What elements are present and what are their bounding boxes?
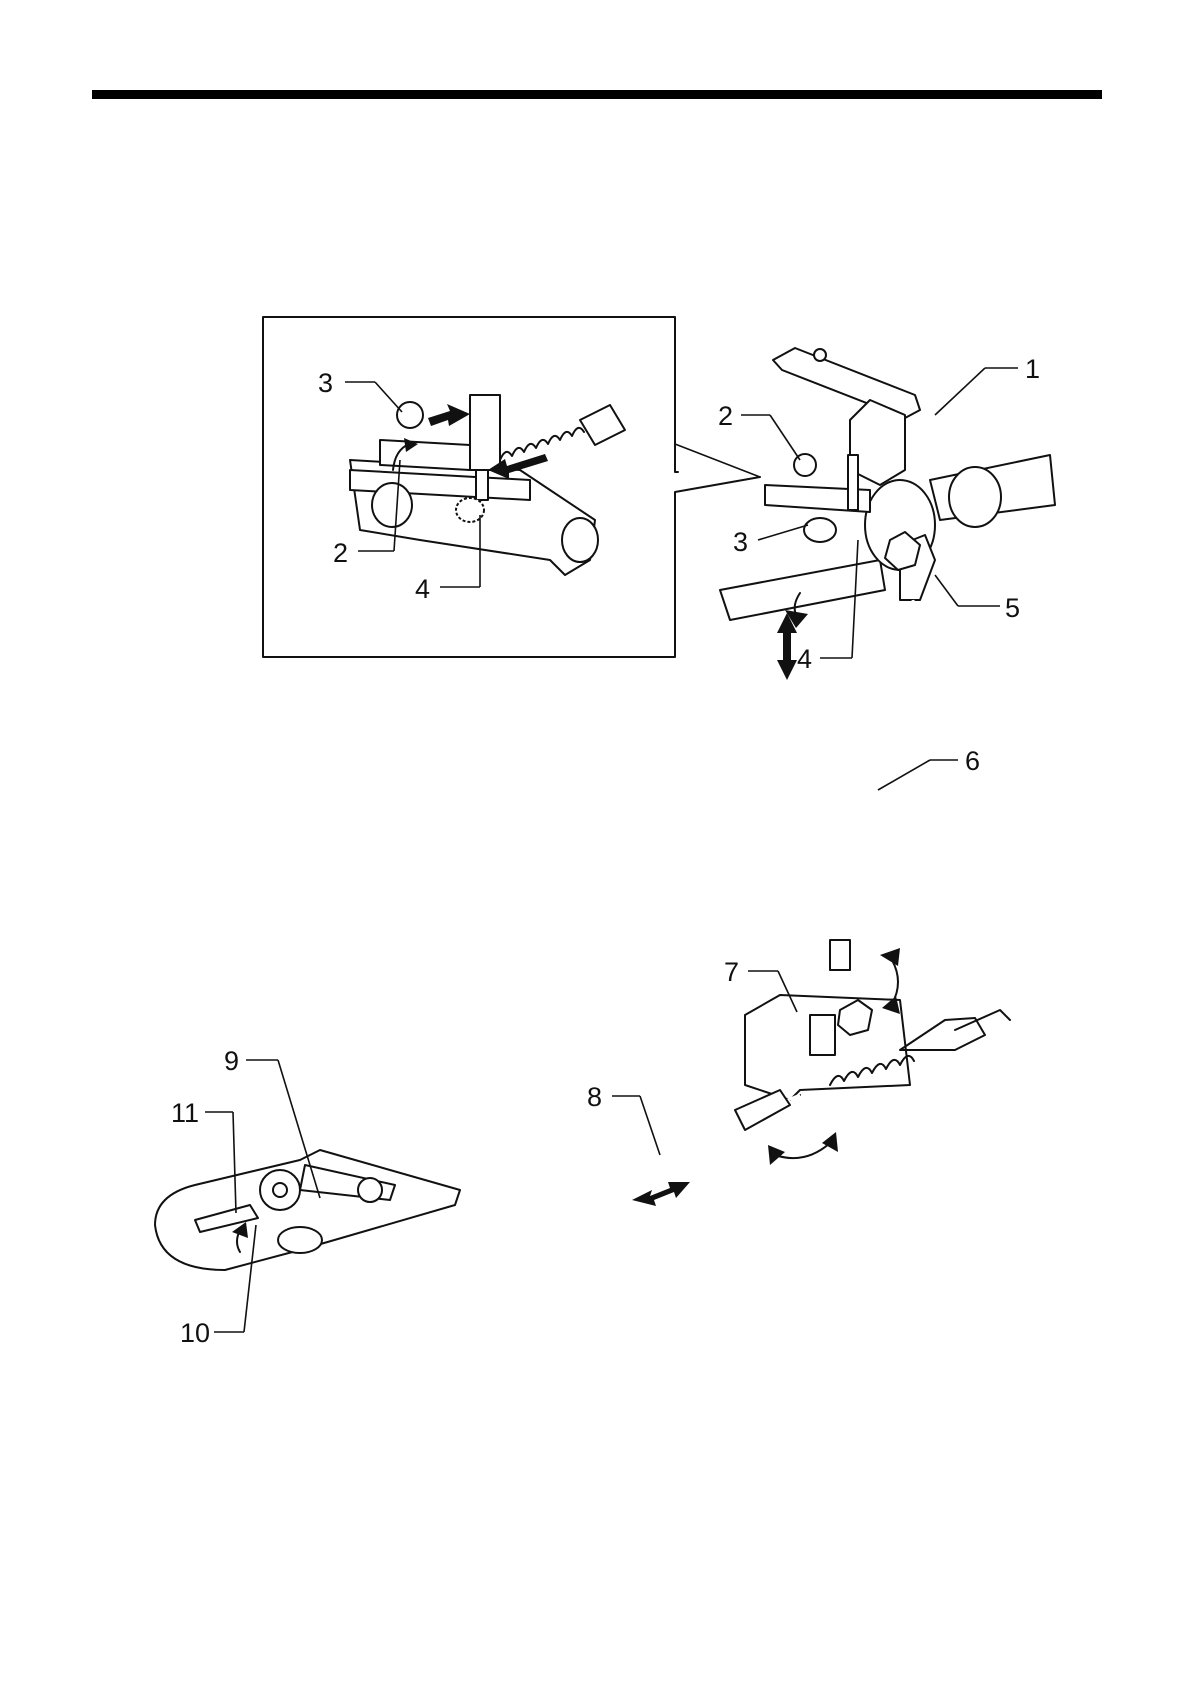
inset-shaft-end (372, 483, 412, 527)
bracket-hole (814, 349, 826, 361)
arrow-bracket7-head-a (768, 1145, 785, 1165)
inset-thumb-screw (397, 402, 423, 428)
leader-1b (935, 368, 985, 415)
leader-3 (758, 525, 808, 540)
rod-6-outline (835, 600, 918, 960)
arrow-bracket7-swing (775, 1143, 830, 1158)
callout-6: 6 (965, 746, 980, 776)
callout-8: 8 (587, 1082, 602, 1112)
arrow-rod8-slide (632, 1182, 690, 1206)
inset-callout-2: 2 (333, 538, 348, 568)
inset-callout-3: 3 (318, 368, 333, 398)
leader-6b (878, 760, 930, 790)
shaft-collar (949, 467, 1001, 527)
inset-detail: 3 2 4 (263, 317, 760, 657)
callout-4: 4 (797, 644, 812, 674)
inset-callout-4: 4 (415, 574, 430, 604)
leader-2b (770, 415, 800, 460)
callout-2: 2 (718, 401, 733, 431)
inset-spring-holder (580, 405, 625, 445)
callout-1: 1 (1025, 354, 1040, 384)
leader-8b (640, 1096, 660, 1155)
inset-arrow-right (428, 404, 470, 426)
main-assembly: 1 2 3 4 5 6 7 8 9 (155, 348, 1055, 1348)
main-shaft (720, 560, 885, 620)
leader-5b (935, 575, 958, 606)
spring-hook-tail (955, 1010, 1010, 1030)
rod-8-clevis (735, 1090, 790, 1130)
top-bracket (773, 348, 920, 418)
rod-6-fill (835, 600, 918, 960)
inset-post (470, 395, 500, 470)
inset-leader-3b (375, 382, 402, 412)
base-pivot (278, 1227, 322, 1253)
inset-nut (562, 518, 598, 562)
callout-7: 7 (724, 957, 739, 987)
callout-5: 5 (1005, 593, 1020, 623)
inset-pointer (675, 444, 760, 477)
arrow-bracket7-head-b (822, 1132, 838, 1152)
bracket-7-pin (810, 1015, 835, 1055)
callout-3: 3 (733, 527, 748, 557)
arrow-rod6-swing-head-a (880, 948, 900, 966)
leader-4b (852, 540, 858, 658)
set-screw (804, 518, 836, 542)
link-pin (358, 1178, 382, 1202)
pivot-center (273, 1183, 287, 1197)
callout-10: 10 (180, 1318, 210, 1348)
callout-11: 11 (171, 1098, 199, 1128)
main-screw (848, 455, 858, 510)
callout-9: 9 (224, 1046, 239, 1076)
rod-6-end (830, 940, 850, 970)
